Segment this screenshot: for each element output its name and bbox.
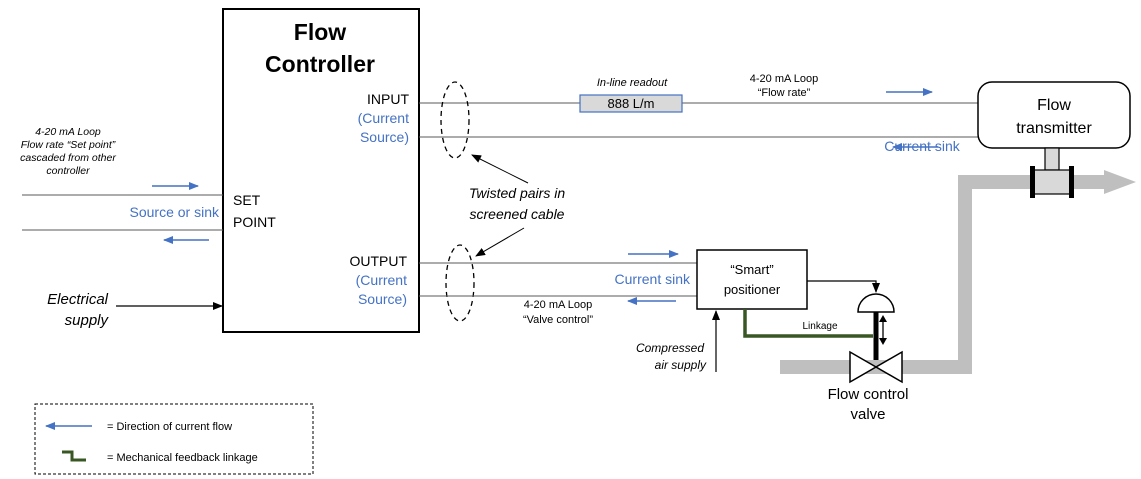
controller-title-line1: Flow	[294, 19, 346, 45]
loop-setpoint-line4: controller	[46, 165, 90, 177]
source-or-sink-label: Source or sink	[130, 204, 220, 220]
legend-current-flow-text: = Direction of current flow	[107, 421, 232, 433]
compressed-air-line2: air supply	[655, 358, 707, 372]
twisted-pair-bottom-ellipse	[445, 244, 475, 322]
current-sink-top-label: Current sink	[884, 138, 960, 154]
linkage-label: Linkage	[802, 321, 837, 332]
set-point-label-line1: SET	[233, 192, 261, 208]
input-port-label: INPUT	[367, 91, 409, 107]
loop-setpoint-line2: Flow rate “Set point”	[21, 139, 116, 151]
set-point-label-line2: POINT	[233, 214, 276, 230]
twisted-pairs-line1: Twisted pairs in	[469, 185, 565, 201]
legend-box	[34, 403, 314, 475]
flow-controller-box	[222, 8, 420, 333]
valve-travel-arrow	[879, 315, 887, 345]
input-port-sub2: Source)	[360, 129, 409, 145]
readout-caption: In-line readout	[597, 77, 668, 89]
actuator-air-line	[807, 280, 880, 293]
transmitter-line1: Flow	[1037, 97, 1071, 114]
mechanical-linkage	[743, 309, 873, 338]
controller-title-line2: Controller	[265, 51, 375, 77]
smart-positioner-box	[696, 249, 808, 310]
transmitter-line2: transmitter	[1016, 120, 1092, 137]
flow-control-valve-icon	[849, 293, 903, 384]
legend-linkage-icon	[62, 450, 86, 462]
output-port-sub2: Source)	[358, 291, 407, 307]
readout-value: 888 L/m	[608, 96, 655, 111]
input-port-sub1: (Current	[358, 110, 409, 126]
positioner-line1: “Smart”	[730, 262, 773, 277]
loop-setpoint-line1: 4-20 mA Loop	[35, 126, 101, 138]
loop-flow-line1: 4-20 mA Loop	[750, 73, 819, 85]
twisted-pair-pointer-bottom	[475, 227, 525, 257]
electrical-supply-line2: supply	[65, 312, 110, 329]
electrical-supply-line1: Electrical	[47, 291, 109, 308]
valve-line1: Flow control	[828, 386, 909, 403]
output-port-sub1: (Current	[356, 272, 407, 288]
flow-transmitter-box	[977, 81, 1131, 149]
twisted-pair-top-ellipse	[440, 81, 470, 159]
output-port-label: OUTPUT	[349, 253, 407, 269]
compressed-air-line1: Compressed	[636, 341, 704, 355]
loop-flow-line2: “Flow rate”	[758, 87, 811, 99]
current-sink-bottom-label: Current sink	[615, 271, 691, 287]
inline-readout-box	[579, 94, 683, 113]
flowmeter-sensor	[1030, 147, 1074, 198]
twisted-pair-pointer-top	[471, 154, 529, 184]
twisted-pairs-line2: screened cable	[470, 206, 565, 222]
valve-line2: valve	[850, 406, 885, 423]
loop-setpoint-line3: cascaded from other	[20, 152, 116, 164]
positioner-line2: positioner	[724, 282, 781, 297]
loop-valve-line1: 4-20 mA Loop	[524, 299, 593, 311]
legend-mechanical-text: = Mechanical feedback linkage	[107, 452, 258, 464]
loop-valve-line2: “Valve control”	[523, 314, 593, 326]
